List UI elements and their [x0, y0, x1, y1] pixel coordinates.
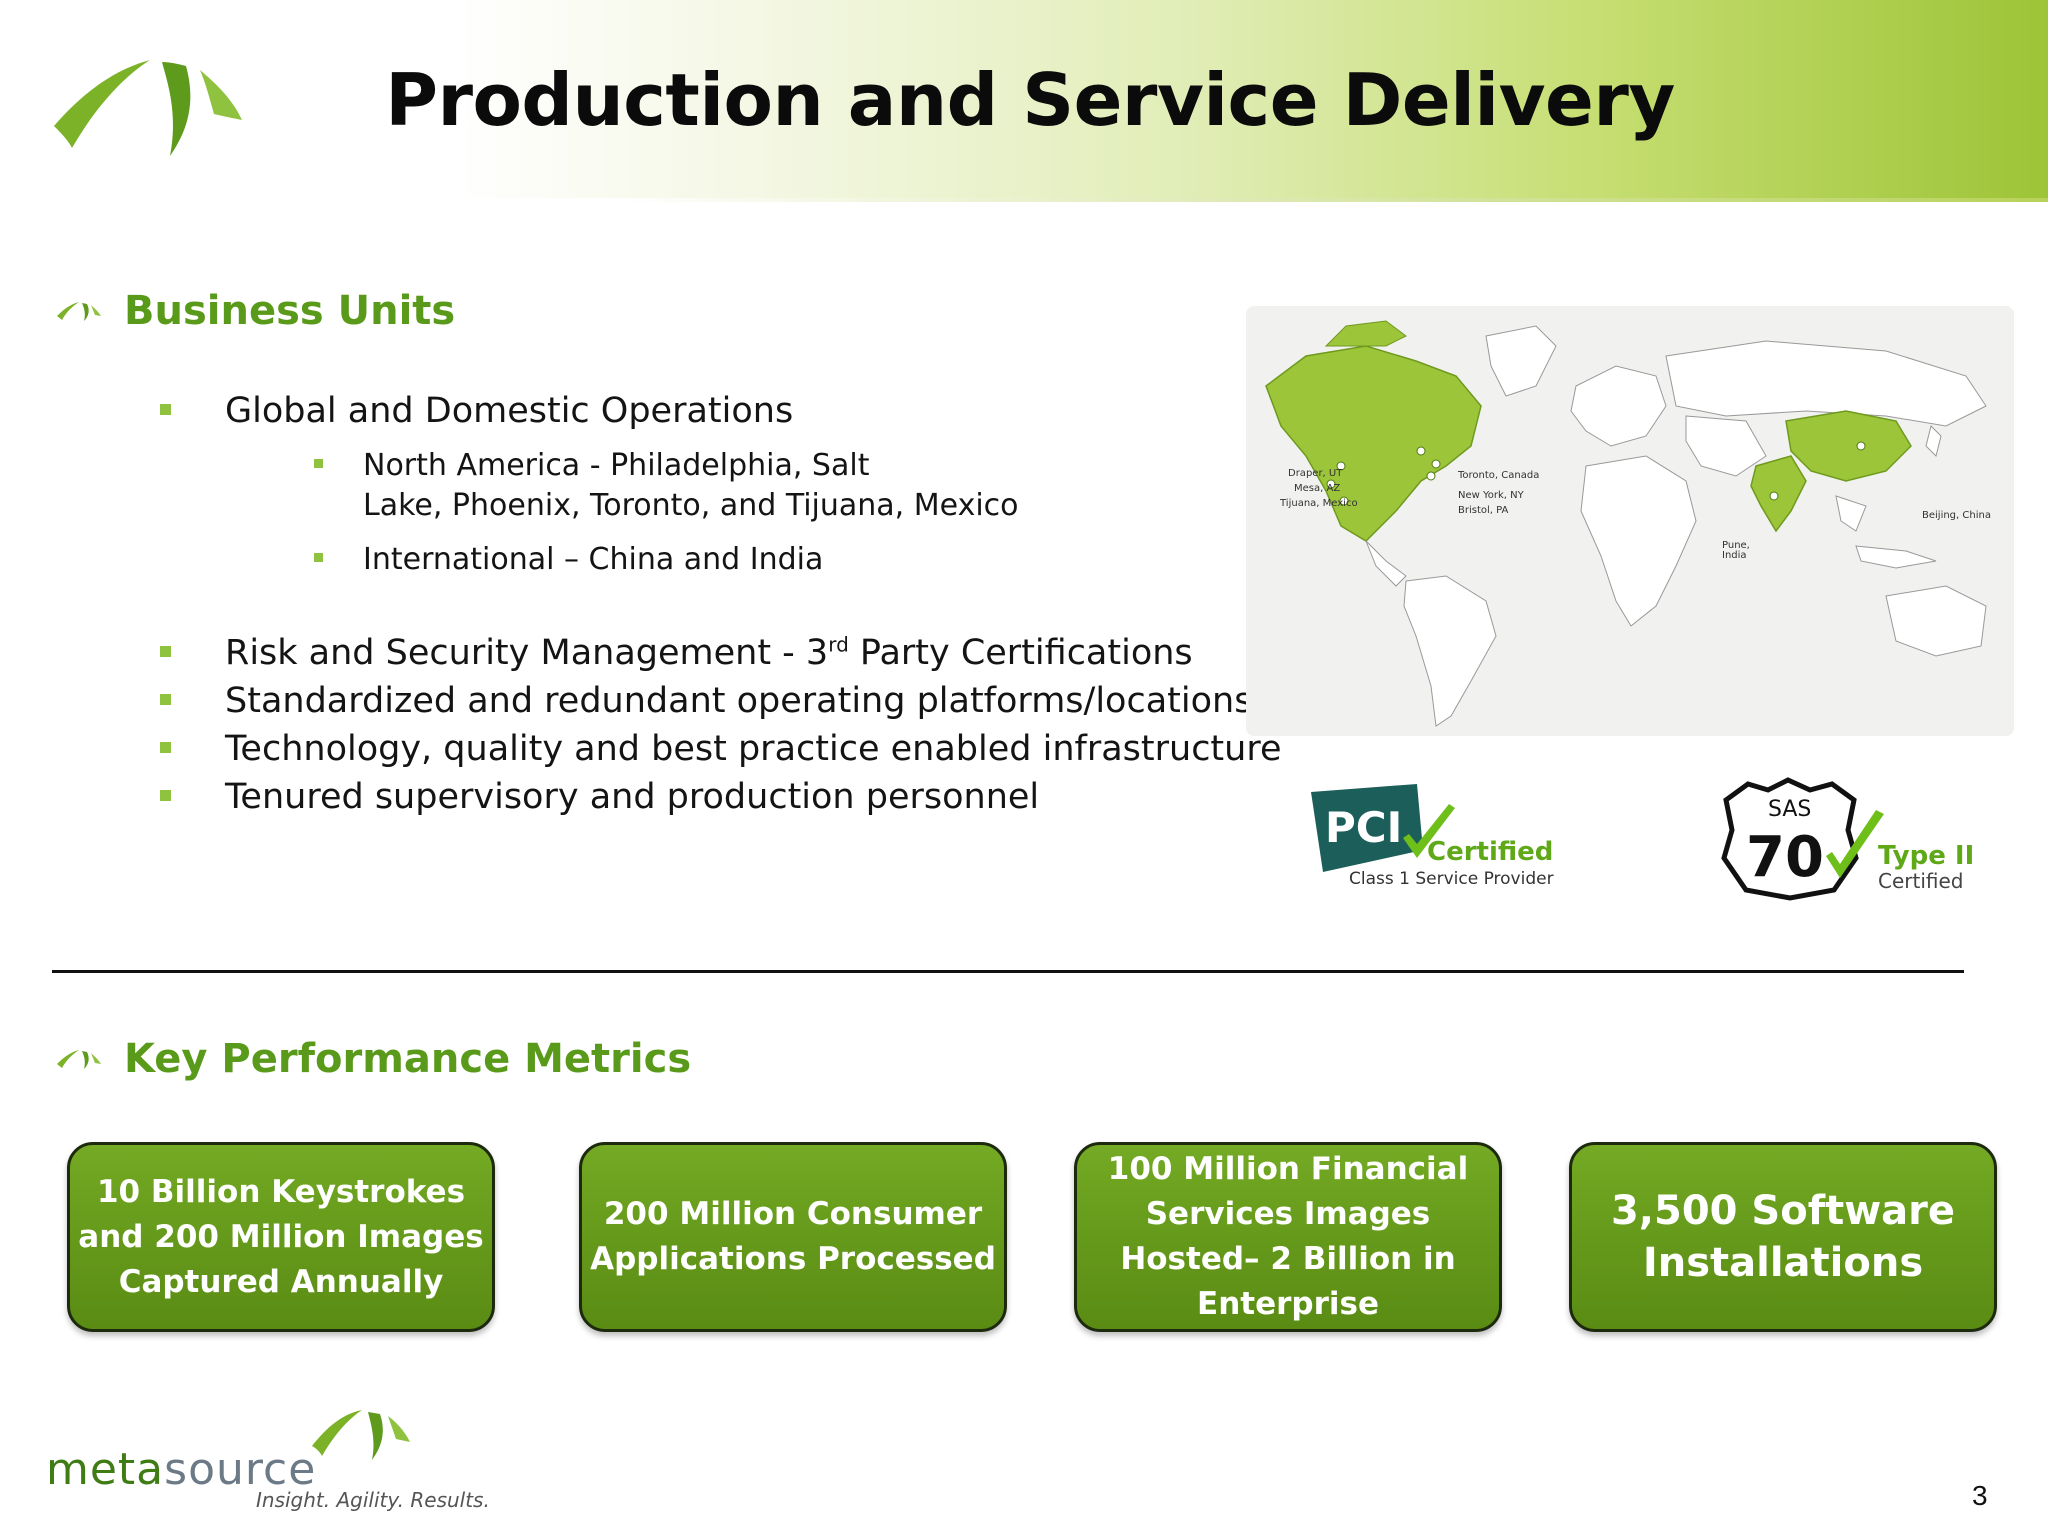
page-title: Production and Service Delivery	[385, 58, 1675, 142]
map-label-bristol: Bristol, PA	[1458, 505, 1509, 516]
map-label-toronto: Toronto, Canada	[1457, 470, 1539, 481]
kpm-box-financial-images: 100 Million Financial Services Images Ho…	[1074, 1142, 1502, 1332]
page-number: 3	[1972, 1480, 1988, 1511]
kpm-text: 10 Billion Keystrokes and 200 Million Im…	[78, 1173, 484, 1300]
kpm-box-software-installs: 3,500 Software Installations	[1569, 1142, 1997, 1332]
bullet-square-icon	[160, 790, 171, 801]
leaf-bullet-icon	[57, 1050, 101, 1069]
kpm-box-keystrokes: 10 Billion Keystrokes and 200 Million Im…	[67, 1142, 495, 1332]
pci-certified-logo: PCI Certified Class 1 Service Provider	[1311, 784, 1554, 889]
bullet-technology: Technology, quality and best practice en…	[160, 726, 1282, 772]
kpm-text: 200 Million Consumer Applications Proces…	[590, 1196, 996, 1277]
brand-source: source	[164, 1444, 317, 1495]
section-heading-kpm: Key Performance Metrics	[56, 1036, 691, 1082]
bullet-text-part: Risk and Security Management - 3	[225, 633, 829, 673]
map-label-mesa: Mesa, AZ	[1294, 483, 1340, 494]
sas-type-text: Type II	[1878, 841, 1974, 871]
bullet-text: International – China and India	[363, 542, 824, 577]
bullet-square-icon	[160, 646, 171, 657]
bullet-text: North America - Philadelphia, Salt Lake,…	[363, 446, 1019, 526]
footer-leaf-logo	[312, 1410, 410, 1460]
brand-meta: meta	[46, 1444, 165, 1495]
map-label-beijing: Beijing, China	[1922, 510, 1991, 521]
superscript: rd	[828, 632, 849, 657]
bullet-square-icon	[160, 694, 171, 705]
map-label-new-york: New York, NY	[1458, 490, 1525, 501]
header-band	[0, 0, 2048, 202]
section-title: Business Units	[124, 288, 456, 334]
map-label-draper: Draper, UT	[1288, 468, 1343, 479]
pci-certified-text: Certified	[1427, 837, 1553, 867]
bullet-line: Lake, Phoenix, Toronto, and Tijuana, Mex…	[363, 488, 1019, 523]
sas-top-text: SAS	[1768, 797, 1811, 822]
map-label-india: India	[1722, 550, 1747, 561]
section-heading-business-units: Business Units	[56, 288, 455, 334]
pci-sub-text: Class 1 Service Provider	[1349, 869, 1554, 889]
bullet-square-icon	[160, 742, 171, 753]
kpm-text: 3,500 Software Installations	[1610, 1188, 1956, 1286]
bullet-north-america: North America - Philadelphia, Salt Lake,…	[314, 446, 1019, 526]
section-title: Key Performance Metrics	[124, 1036, 692, 1082]
bullet-global-ops: Global and Domestic Operations	[160, 388, 793, 434]
sas-certified-text: Certified	[1878, 869, 1964, 893]
sas70-type2-logo: SAS 70 Type II Certified	[1721, 777, 1974, 901]
brand-tagline: Insight. Agility. Results.	[256, 1488, 490, 1512]
metasource-leaf-logo	[54, 60, 242, 156]
world-map: Draper, UT Mesa, AZ Tijuana, Mexico Toro…	[1246, 306, 2014, 736]
map-label-tijuana: Tijuana, Mexico	[1279, 498, 1358, 509]
bullet-text: Risk and Security Management - 3rd Party…	[225, 630, 1193, 676]
bullet-square-icon	[160, 404, 171, 415]
section-divider	[52, 970, 1964, 973]
bullet-line: North America - Philadelphia, Salt	[363, 448, 870, 483]
map-label-pune: Pune,	[1722, 540, 1750, 551]
bullet-text: Tenured supervisory and production perso…	[225, 777, 1040, 817]
world-map-graphic: Draper, UT Mesa, AZ Tijuana, Mexico Toro…	[1265, 320, 1991, 727]
sas-number-text: 70	[1746, 825, 1824, 890]
kpm-text: 100 Million Financial Services Images Ho…	[1107, 1151, 1469, 1322]
bullet-text: Standardized and redundant operating pla…	[225, 681, 1253, 721]
bullet-square-icon	[314, 459, 323, 468]
bullet-international: International – China and India	[314, 540, 823, 580]
bullet-standardized: Standardized and redundant operating pla…	[160, 678, 1252, 724]
bullet-tenured: Tenured supervisory and production perso…	[160, 774, 1039, 820]
bullet-text-part: Party Certifications	[848, 633, 1193, 673]
bullet-text: Technology, quality and best practice en…	[225, 729, 1282, 769]
pci-mark-text: PCI	[1325, 803, 1402, 852]
leaf-bullet-icon	[57, 302, 101, 321]
bullet-square-icon	[314, 553, 323, 562]
kpm-box-consumer-apps: 200 Million Consumer Applications Proces…	[579, 1142, 1007, 1332]
brand-wordmark: metasource	[46, 1444, 316, 1495]
bullet-text: Global and Domestic Operations	[225, 391, 794, 431]
bullet-risk-security: Risk and Security Management - 3rd Party…	[160, 630, 1193, 676]
